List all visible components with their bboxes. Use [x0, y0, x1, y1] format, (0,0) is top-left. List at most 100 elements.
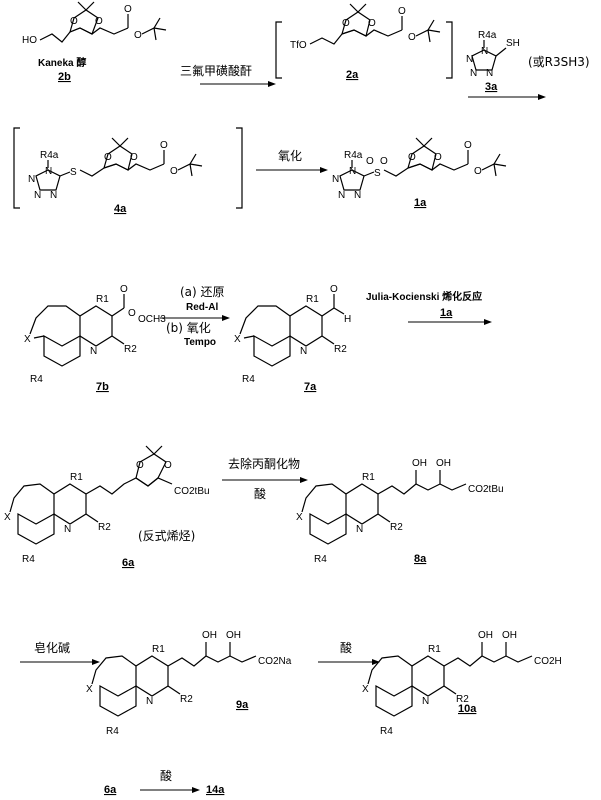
r4-label-4: R4 — [314, 554, 327, 565]
r1-label-6: R1 — [428, 644, 441, 655]
o-label: O — [120, 284, 128, 295]
svg-text:O: O — [434, 152, 442, 163]
step-b-label: (b) 氧化 — [166, 321, 211, 335]
julia-compound-label: 1a — [440, 307, 453, 319]
svg-text:O: O — [408, 32, 416, 43]
oh-label-4: OH — [226, 630, 241, 641]
compound-7a: R1 O H R2 N X R4 7a — [234, 284, 351, 393]
svg-text:O: O — [474, 166, 482, 177]
r2-label: R2 — [124, 344, 137, 355]
compound-10a: R1 OH OH CO2H R2 N X R4 10a — [362, 630, 562, 737]
svg-text:N: N — [34, 190, 41, 201]
arrow-3: 氧化 — [256, 149, 328, 173]
r4a-label-2: R4a — [40, 150, 59, 161]
compound-2b-label: 2b — [58, 71, 71, 83]
svg-text:O: O — [164, 460, 172, 471]
x-label-6: X — [362, 684, 369, 695]
r4-label-6: R4 — [380, 726, 393, 737]
r1-label-5: R1 — [152, 644, 165, 655]
x-label: X — [24, 334, 31, 345]
compound-10a-label: 10a — [458, 703, 477, 715]
oh-label-5: OH — [478, 630, 493, 641]
svg-text:N: N — [466, 54, 473, 65]
n-label-4: N — [356, 524, 363, 535]
r4a-label-3: R4a — [344, 150, 363, 161]
svg-text:N: N — [28, 174, 35, 185]
compound-7a-label: 7a — [304, 381, 317, 393]
acid-label-3: 酸 — [160, 768, 172, 783]
compound-2a-label: 2a — [346, 69, 359, 81]
acid-label-2: 酸 — [340, 640, 352, 655]
saponify-label: 皂化碱 — [34, 641, 70, 655]
sh-label: SH — [506, 38, 520, 49]
julia-kocienski-label: Julia-Kocienski 烯化反应 — [366, 290, 482, 303]
arrow-6: 去除丙酮化物 酸 — [222, 456, 308, 501]
oh-label: OH — [412, 458, 427, 469]
och3-label: OCH3 — [138, 314, 166, 325]
svg-text:N: N — [332, 174, 339, 185]
arrow-4: (a) 还原 Red-Al (b) 氧化 Tempo — [160, 285, 230, 348]
svg-text:O: O — [124, 4, 132, 15]
arrow-8: 酸 — [318, 640, 380, 665]
compound-9a: R1 OH OH CO2Na R2 N X R4 9a — [86, 630, 292, 737]
n-label-3: N — [64, 524, 71, 535]
n-label-6: N — [422, 696, 429, 707]
svg-text:O: O — [95, 16, 103, 27]
r2-label-4: R2 — [390, 522, 403, 533]
svg-text:S: S — [374, 168, 381, 179]
svg-text:O: O — [398, 6, 406, 17]
compound-7b: R1 O O OCH3 R2 N X R4 7b — [24, 284, 166, 393]
arrow-5: Julia-Kocienski 烯化反应 1a — [366, 290, 492, 325]
svg-text:O: O — [408, 152, 416, 163]
compound-7b-label: 7b — [96, 381, 109, 393]
r2-label-3: R2 — [98, 522, 111, 533]
compound-6a-label-2: 6a — [104, 784, 117, 796]
r1-label-2: R1 — [306, 294, 319, 305]
o-label-2: O — [330, 284, 338, 295]
svg-text:O: O — [70, 16, 78, 27]
step-a-label: (a) 还原 — [180, 285, 225, 299]
alt-reagent-label: (或R3SH3) — [528, 55, 590, 69]
svg-text:O: O — [368, 18, 376, 29]
compound-8a: R1 OH OH CO2tBu R2 N X R4 8a — [296, 458, 504, 565]
acid-label: 酸 — [254, 486, 266, 501]
r4-label-3: R4 — [22, 554, 35, 565]
r1-label: R1 — [96, 294, 109, 305]
h-label: H — [344, 314, 351, 325]
x-label-4: X — [296, 512, 303, 523]
oxidation-label: 氧化 — [278, 149, 302, 163]
compound-9a-label: 9a — [236, 699, 249, 711]
oh-label-3: OH — [202, 630, 217, 641]
co2tbu-label: CO2tBu — [174, 486, 210, 497]
svg-text:N: N — [354, 190, 361, 201]
r4-label-2: R4 — [242, 374, 255, 385]
svg-text:O: O — [464, 140, 472, 151]
svg-text:N: N — [50, 190, 57, 201]
sulfur-label: S — [70, 167, 77, 178]
r2-label-5: R2 — [180, 694, 193, 705]
r4-label: R4 — [30, 374, 43, 385]
svg-text:O: O — [130, 152, 138, 163]
compound-8a-label: 8a — [414, 553, 427, 565]
svg-text:N: N — [486, 68, 493, 79]
svg-text:O: O — [170, 166, 178, 177]
n-label-5: N — [146, 696, 153, 707]
oh-label-6: OH — [502, 630, 517, 641]
co2tbu-label-2: CO2tBu — [468, 484, 504, 495]
r4a-label: R4a — [478, 30, 497, 41]
svg-text:N: N — [481, 46, 488, 57]
r2-label-6: R2 — [456, 694, 469, 705]
svg-text:O: O — [366, 156, 374, 167]
arrow-2 — [468, 94, 546, 100]
svg-text:N: N — [349, 166, 356, 177]
compound-3a-label: 3a — [485, 81, 498, 93]
x-label-2: X — [234, 334, 241, 345]
co2na-label: CO2Na — [258, 656, 292, 667]
ho-label: HO — [22, 35, 37, 46]
red-al-label: Red-Al — [186, 302, 218, 313]
